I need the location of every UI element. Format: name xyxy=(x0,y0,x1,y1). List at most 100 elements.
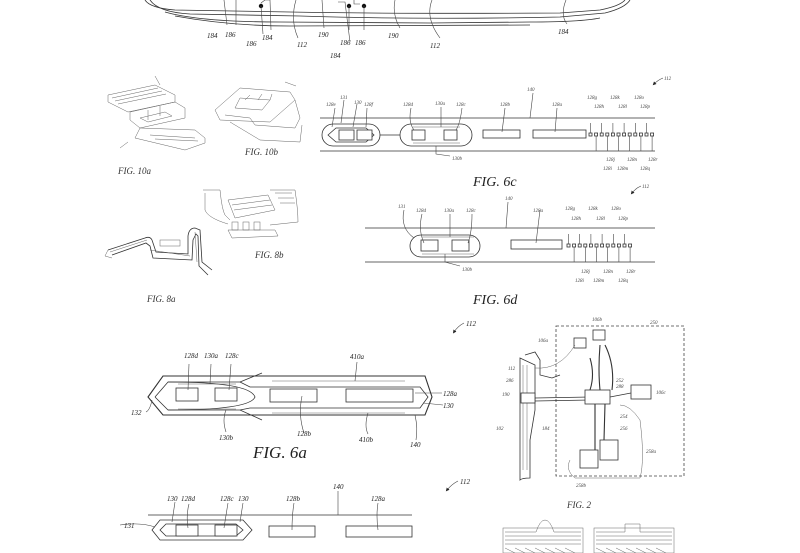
fig6c-label-128n: 128n xyxy=(627,158,638,163)
top-label-190b: 190 xyxy=(388,32,399,40)
fig6d-label-128k: 128k xyxy=(588,207,599,212)
fig2-label-112: 112 xyxy=(508,367,516,372)
fig6d-label-128a: 128a xyxy=(533,209,544,214)
sensor-pad xyxy=(650,132,654,137)
sensor-pad xyxy=(628,243,632,248)
fig6a-label-128d: 128d xyxy=(184,352,199,360)
fig2-label-254: 254 xyxy=(620,415,628,420)
fig6c-label-130: 130 xyxy=(354,101,362,106)
fig2-label-190: 190 xyxy=(502,393,510,398)
fig6d-ref-112: 112 xyxy=(642,185,650,190)
fig6d-label-128i: 128i xyxy=(575,279,585,284)
fig-6a-caption: FIG. 6a xyxy=(252,443,307,462)
fig6d-label-128g: 128g xyxy=(565,207,576,212)
fig2-label-252: 252 xyxy=(616,379,624,384)
fig6c-label-128a: 128a xyxy=(552,103,563,108)
sensor-pad xyxy=(583,243,588,248)
fig-6c-caption: FIG. 6c xyxy=(472,175,517,190)
sensor-pad xyxy=(622,243,627,248)
top-label-186d: 186 xyxy=(355,39,366,47)
fig6d-label-140: 140 xyxy=(505,197,513,202)
fig2-label-106c: 106c xyxy=(656,391,667,396)
fig6c-label-128k: 128k xyxy=(610,96,621,101)
top-label-190a: 190 xyxy=(318,31,329,39)
fig2-label-102: 102 xyxy=(496,427,504,432)
fig6c-label-128e: 128e xyxy=(326,103,337,108)
sensor-pad xyxy=(611,243,616,248)
fig-10a-caption: FIG. 10a xyxy=(117,166,151,176)
fig6b-label-130b: 130 xyxy=(238,495,249,503)
sensor-pad xyxy=(644,132,649,137)
fig2-label-106a: 106a xyxy=(538,339,549,344)
fig6d-label-128n: 128n xyxy=(603,270,614,275)
fig6c-label-130a: 130a xyxy=(435,102,446,107)
fig6c-label-128h: 128h xyxy=(594,105,605,110)
sensor-pad xyxy=(599,132,604,137)
fig6a-label-128c: 128c xyxy=(225,352,240,360)
sensor-pad xyxy=(639,132,643,137)
fig-2-drawing xyxy=(519,325,685,481)
fig-6d-labels: 131 128d 130a 128c 140 128a 130b 128g 12… xyxy=(398,185,650,284)
sensor-pad xyxy=(589,243,593,248)
fig-10a-drawing xyxy=(107,75,206,151)
fig6d-label-130b: 130b xyxy=(462,268,473,273)
fig6c-label-128b: 128b xyxy=(500,103,511,108)
fig2-label-184: 184 xyxy=(542,427,550,432)
top-label-186b: 186 xyxy=(246,40,257,48)
fig6c-label-128i: 128i xyxy=(603,167,613,172)
fig6d-label-128p: 128p xyxy=(618,217,629,222)
fig-8a-caption: FIG. 8a xyxy=(146,294,176,304)
fig-2-labels: 106b 250 106a 112 286 190 102 184 252 28… xyxy=(496,318,667,489)
fig6d-label-128c: 128c xyxy=(466,209,477,214)
fig6b-label-128d: 128d xyxy=(181,495,196,503)
top-label-186a: 186 xyxy=(225,31,236,39)
fig6c-label-128p: 128p xyxy=(640,105,651,110)
fig6c-label-128r: 128r xyxy=(648,158,658,163)
fig-6b-labels: 131 130 128d 128c 130 140 128b 128a 112 xyxy=(124,478,470,530)
top-label-184b: 184 xyxy=(262,34,273,42)
fig6c-label-140: 140 xyxy=(527,88,535,93)
fig6a-label-128a: 128a xyxy=(443,390,458,398)
fig2-label-250: 250 xyxy=(650,321,658,326)
fig-10b-caption: FIG. 10b xyxy=(244,147,278,157)
sensor-pad xyxy=(617,243,621,248)
fig-6a-labels: 128d 130a 128c 410a 128a 130 132 130b 12… xyxy=(131,320,476,449)
fig6d-label-128d: 128d xyxy=(416,209,427,214)
fig2-label-258a: 258a xyxy=(646,450,657,455)
fig6d-label-128h: 128h xyxy=(571,217,582,222)
fig6c-label-128o: 128o xyxy=(634,96,645,101)
fig-2-caption: FIG. 2 xyxy=(566,500,591,510)
fig2-label-256: 256 xyxy=(620,427,628,432)
fig-6a-drawing xyxy=(145,361,444,441)
fig6b-ref-112: 112 xyxy=(460,478,470,486)
fig6c-label-128d: 128d xyxy=(403,103,414,108)
top-label-112b: 112 xyxy=(430,42,440,50)
fig2-label-258b: 258b xyxy=(576,484,587,489)
sensor-pad xyxy=(572,243,576,248)
fig6a-label-410b: 410b xyxy=(359,436,374,444)
sensor-pad xyxy=(600,243,604,248)
fig6d-label-128r: 128r xyxy=(626,270,636,275)
fig2-label-106b: 106b xyxy=(592,318,603,323)
fig6b-label-131: 131 xyxy=(124,522,135,530)
fig-6c-drawing xyxy=(320,92,655,157)
sensor-pad xyxy=(594,243,599,248)
fig6d-label-128j: 128j xyxy=(581,270,591,275)
fig6d-label-128m: 128m xyxy=(593,279,605,284)
fig6c-label-128q: 128q xyxy=(640,167,651,172)
fig6d-label-130a: 130a xyxy=(444,209,455,214)
fig6c-label-128l: 128l xyxy=(618,105,628,110)
fig6a-label-132: 132 xyxy=(131,409,142,417)
fig-6d-caption: FIG. 6d xyxy=(472,293,518,308)
fig-10b-drawing xyxy=(214,81,303,143)
fig6c-label-130b: 130b xyxy=(452,157,463,162)
sensor-pad xyxy=(577,243,582,248)
fig6b-label-128b: 128b xyxy=(286,495,301,503)
top-figure: 184 186 186 184 112 190 184 186 186 190 … xyxy=(144,0,631,60)
top-label-112a: 112 xyxy=(297,41,307,49)
fig6c-label-128g: 128g xyxy=(587,96,598,101)
fig6d-label-128l: 128l xyxy=(596,217,606,222)
fig6d-label-128o: 128o xyxy=(611,207,622,212)
fig-6d-drawing xyxy=(365,201,655,267)
fig6c-label-128c: 128c xyxy=(456,103,467,108)
